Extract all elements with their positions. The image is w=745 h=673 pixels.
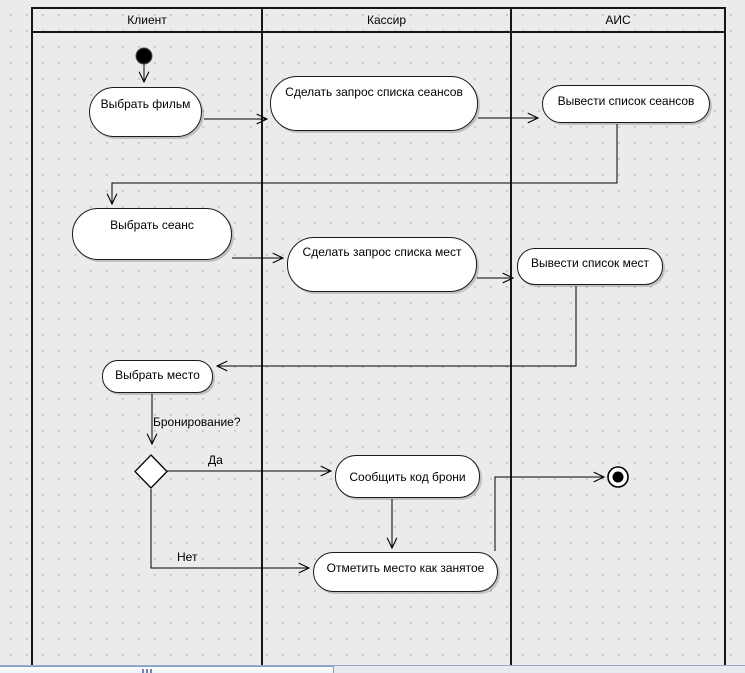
activity-request-session-list[interactable]: Сделать запрос списка сеансов (270, 76, 478, 131)
activity-label: Сделать запрос списка мест (302, 245, 462, 259)
activity-choose-session[interactable]: Выбрать сеанс (72, 208, 232, 260)
activity-choose-seat[interactable]: Выбрать место (102, 360, 213, 393)
no-branch-label: Нет (177, 550, 198, 564)
lane-divider-1 (261, 7, 263, 666)
activity-label: Выбрать сеанс (110, 218, 194, 232)
decision-question-label: Бронирование? (153, 415, 241, 429)
horizontal-scrollbar-thumb[interactable] (0, 666, 334, 673)
activity-show-session-list[interactable]: Вывести список сеансов (542, 85, 710, 123)
activity-label: Вывести список мест (530, 256, 650, 270)
lane-header-separator (31, 31, 726, 33)
activity-mark-seat-occupied[interactable]: Отметить место как занятое (313, 552, 498, 592)
activity-label: Выбрать место (115, 368, 200, 382)
activity-label: Сделать запрос списка сеансов (285, 85, 463, 99)
lane-header-label: Клиент (127, 13, 167, 27)
activity-choose-film[interactable]: Выбрать фильм (89, 87, 202, 137)
activity-request-seat-list[interactable]: Сделать запрос списка мест (287, 237, 477, 292)
lane-header-label: АИС (605, 13, 631, 27)
swimlane-frame (31, 7, 726, 666)
lane-header-label: Кассир (366, 13, 407, 27)
activity-label: Сообщить код брони (349, 470, 466, 484)
activity-show-seat-list[interactable]: Вывести список мест (517, 248, 663, 285)
scrollbar-grip-icon (142, 669, 152, 673)
lane-header-ais[interactable]: АИС (512, 9, 724, 31)
yes-branch-label: Да (208, 453, 223, 467)
horizontal-scrollbar-track[interactable] (0, 665, 745, 673)
activity-label: Отметить место как занятое (326, 561, 485, 575)
activity-label: Выбрать фильм (100, 97, 191, 111)
lane-header-client[interactable]: Клиент (33, 9, 261, 31)
lane-divider-2 (510, 7, 512, 666)
activity-label: Вывести список сеансов (557, 94, 695, 108)
activity-tell-booking-code[interactable]: Сообщить код брони (335, 455, 480, 498)
lane-header-cashier[interactable]: Кассир (263, 9, 510, 31)
